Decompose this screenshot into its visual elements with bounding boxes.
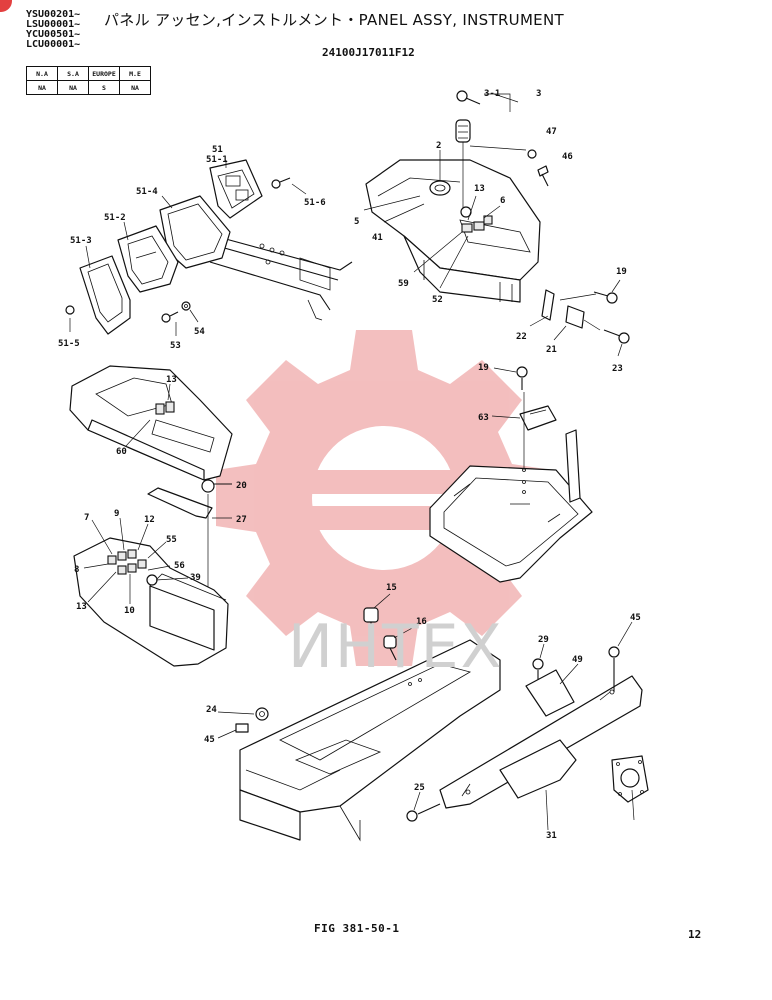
callout-label: 25	[414, 783, 425, 793]
callout-label: 52	[432, 295, 443, 305]
switch-box-assembly: 7 9 12 55 8 56 39 13 10	[73, 509, 229, 667]
callout-label: 12	[144, 515, 155, 525]
page-number: 12	[688, 928, 702, 941]
callout-label: 31	[546, 831, 557, 841]
market-table: N.A S.A EUROPE M.E NA NA S NA	[26, 66, 151, 95]
mounting-bracket-assembly: 19 63	[429, 363, 593, 583]
key-switch-icon	[455, 119, 471, 212]
nut-icon	[527, 149, 537, 159]
callout-label: 13	[474, 184, 485, 194]
serial-number: YCU00501~	[26, 29, 81, 40]
callout-label: 3	[536, 89, 541, 99]
gauge-panel-assembly: 51 51-1 51-6 51-4 51-2 51-3 51-5 53 54	[58, 145, 353, 351]
grommet-icon	[383, 635, 397, 661]
callout-label: 54	[194, 327, 205, 337]
callout-label: 16	[416, 617, 427, 627]
bolt-icon	[537, 165, 549, 187]
callout-label: 20	[236, 481, 247, 491]
callout-label: 51	[212, 145, 223, 155]
callout-label: 27	[236, 515, 247, 525]
screw-icon	[201, 479, 232, 493]
serial-number: LCU00001~	[26, 39, 81, 50]
serial-number: YSU00201~	[26, 9, 81, 20]
watermark-text: ИНТЕХ	[288, 612, 504, 682]
screw-icon	[271, 177, 291, 189]
bolt-icon	[516, 366, 528, 390]
screw-icon	[161, 311, 179, 323]
callout-label: 13	[76, 602, 87, 612]
part-number: 24100J17011F12	[322, 46, 415, 59]
market-value: NA	[57, 80, 89, 95]
callout-label: 46	[562, 152, 573, 162]
callout-label: 6	[500, 196, 505, 206]
callout-label: 47	[546, 127, 557, 137]
side-console-assembly: 13 60	[69, 365, 233, 481]
knob-icon	[429, 180, 451, 196]
bolt-icon	[406, 803, 441, 822]
serial-number-list: YSU00201~ LSU00001~ YCU00501~ LCU00001~	[26, 10, 80, 50]
callout-label: 19	[616, 267, 627, 277]
callout-label: 45	[204, 735, 215, 745]
callout-label: 15	[386, 583, 397, 593]
callout-label: 56	[174, 561, 185, 571]
rear-panel-assembly: 29 49 45 25 31 18	[406, 613, 649, 841]
callout-label: 51-3	[70, 236, 92, 246]
callout-label: 19	[478, 363, 489, 373]
callout-label: 51-6	[304, 198, 326, 208]
callout-label: 51-1	[206, 155, 228, 165]
callout-label: 51-2	[104, 213, 126, 223]
callout-label: 10	[124, 606, 135, 616]
serial-number: LSU00001~	[26, 19, 81, 30]
plug-icon	[255, 707, 269, 721]
callout-label: 53	[170, 341, 181, 351]
callout-label: 51-5	[58, 339, 80, 349]
grommet-icon	[363, 607, 379, 632]
callout-label: 29	[538, 635, 549, 645]
bolt-icon	[532, 658, 544, 680]
callout-label: 51-4	[136, 187, 158, 197]
callout-label: 41	[372, 233, 383, 243]
callout-label: 49	[572, 655, 583, 665]
callout-label: 39	[190, 573, 201, 583]
callout-label: 3-1	[484, 89, 500, 99]
callout-label: 24	[206, 705, 217, 715]
callout-label: 60	[116, 447, 127, 457]
key-icon	[456, 90, 481, 105]
callout-label: 21	[546, 345, 557, 355]
washer-icon	[181, 301, 191, 311]
market-value: NA	[119, 80, 151, 95]
callout-label: 5	[354, 217, 359, 227]
cover-plate-assembly: 20 27	[147, 479, 247, 600]
bolt-icon	[593, 291, 618, 304]
bolt-icon	[603, 329, 630, 344]
page-title: パネル アッセン,インストルメント・PANEL ASSY, INSTRUMENT	[104, 11, 564, 29]
callout-label: 22	[516, 332, 527, 342]
switch-console-assembly: 3-1 3 47 46 2 13 6 5 41 59 52 19 22 21 2…	[354, 89, 630, 374]
bolt-icon	[608, 646, 620, 692]
figure-number: FIG 381-50-1	[314, 922, 400, 935]
callout-label: 55	[166, 535, 177, 545]
screw-icon	[65, 305, 75, 315]
watermark-logo	[216, 330, 552, 666]
callout-label: 45	[630, 613, 641, 623]
callout-label: 13	[166, 375, 177, 385]
callout-label: 2	[436, 141, 441, 151]
callout-label: 9	[114, 509, 119, 519]
callout-label: 7	[84, 513, 89, 523]
market-header: M.E	[119, 66, 151, 81]
callout-label: 8	[74, 565, 79, 575]
callout-label: 23	[612, 364, 623, 374]
lower-frame-assembly: 15 16 24 45	[204, 583, 501, 842]
callout-label: 63	[478, 413, 489, 423]
callout-label: 59	[398, 279, 409, 289]
